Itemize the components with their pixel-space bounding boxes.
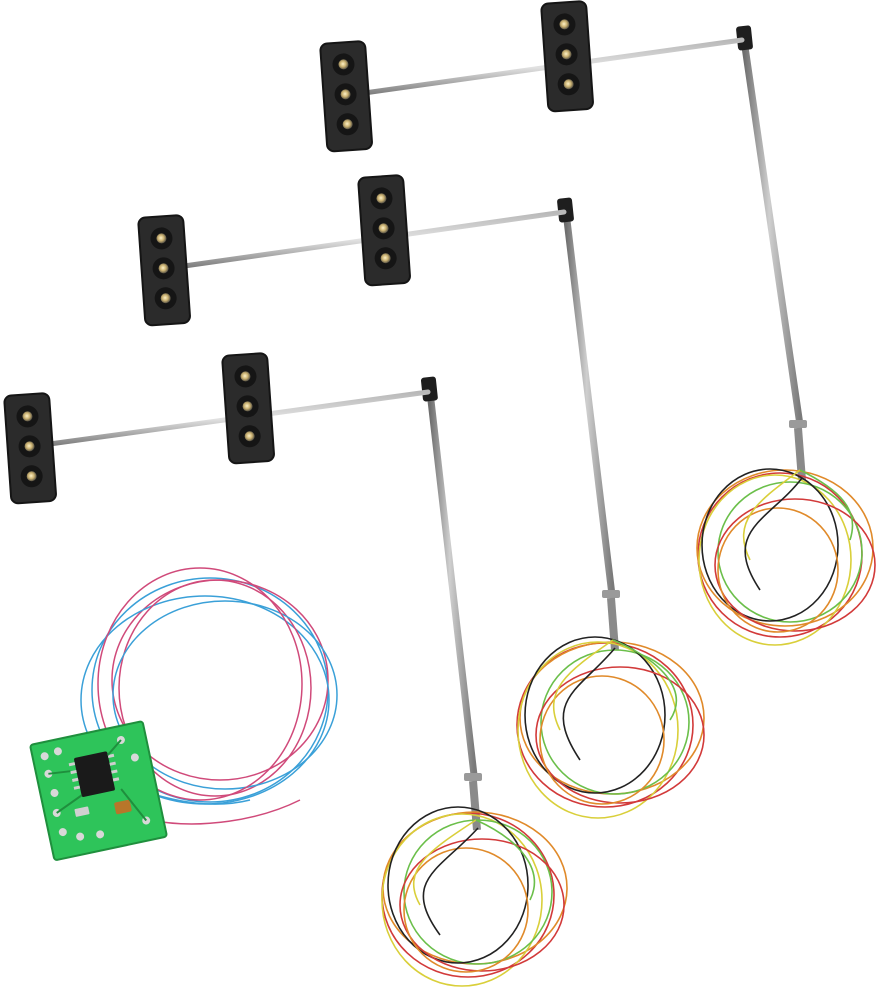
signal-pole-1 <box>426 388 478 779</box>
wire-coil-2 <box>516 636 705 819</box>
signal-pole-3 <box>740 36 804 429</box>
pole-cap-1 <box>420 376 438 402</box>
controller-wire-loop <box>80 567 338 825</box>
chip-pins <box>68 753 120 790</box>
controller-board <box>29 720 168 861</box>
signal-set-1 <box>3 352 568 987</box>
pole-collar-2 <box>602 590 620 598</box>
signal-head-2b <box>357 174 411 287</box>
pole-collar-3 <box>789 420 807 428</box>
pole-base-3 <box>794 427 806 481</box>
signal-pole-2 <box>562 208 616 599</box>
signal-head-2a <box>137 214 191 327</box>
signal-set-3 <box>319 0 876 646</box>
signal-head-1a <box>3 392 57 505</box>
pole-base-1 <box>469 780 481 831</box>
signal-set-2 <box>137 174 705 819</box>
resistor <box>74 806 90 817</box>
pole-cap-3 <box>736 25 753 51</box>
wire-coil-3 <box>696 468 876 646</box>
signal-head-3a <box>319 40 373 153</box>
wire-coil-1 <box>381 806 568 987</box>
signal-head-1b <box>221 352 275 465</box>
pole-collar-1 <box>464 773 482 781</box>
chip <box>74 751 115 797</box>
pcb-traces <box>48 739 148 822</box>
capacitor <box>114 799 132 815</box>
signal-head-3b <box>540 0 594 113</box>
